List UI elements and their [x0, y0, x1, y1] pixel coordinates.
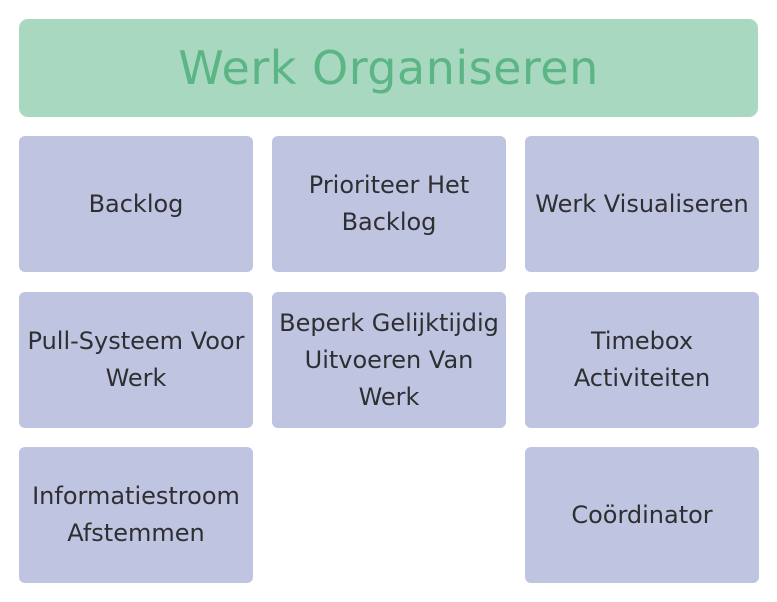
- tile-beperk-gelijktijdig-uitvoeren-van-werk: Beperk Gelijktijdig Uitvoeren Van Werk: [272, 292, 506, 428]
- tile-werk-visualiseren: Werk Visualiseren: [525, 136, 759, 272]
- tile-label: Pull-Systeem Voor Werk: [27, 327, 245, 392]
- tile-pull-systeem-voor-werk: Pull-Systeem Voor Werk: [19, 292, 253, 428]
- tile-label: Prioriteer Het Backlog: [308, 171, 470, 236]
- tile-backlog: Backlog: [19, 136, 253, 272]
- header-banner: Werk Organiseren: [19, 19, 758, 117]
- tile-label: Informatiestroom Afstemmen: [32, 482, 240, 547]
- tile-label: Coördinator: [571, 500, 713, 529]
- page-title: Werk Organiseren: [178, 41, 599, 95]
- tile-coordinator: Coördinator: [525, 447, 759, 583]
- tile-prioriteer-het-backlog: Prioriteer Het Backlog: [272, 136, 506, 272]
- tile-label: Backlog: [88, 189, 184, 218]
- tile-label: Werk Visualiseren: [535, 189, 749, 218]
- tile-label: Beperk Gelijktijdig Uitvoeren Van Werk: [279, 308, 499, 411]
- tile-informatiestroom-afstemmen: Informatiestroom Afstemmen: [19, 447, 253, 583]
- tile-timebox-activiteiten: Timebox Activiteiten: [525, 292, 759, 428]
- tile-label: Timebox Activiteiten: [573, 327, 711, 392]
